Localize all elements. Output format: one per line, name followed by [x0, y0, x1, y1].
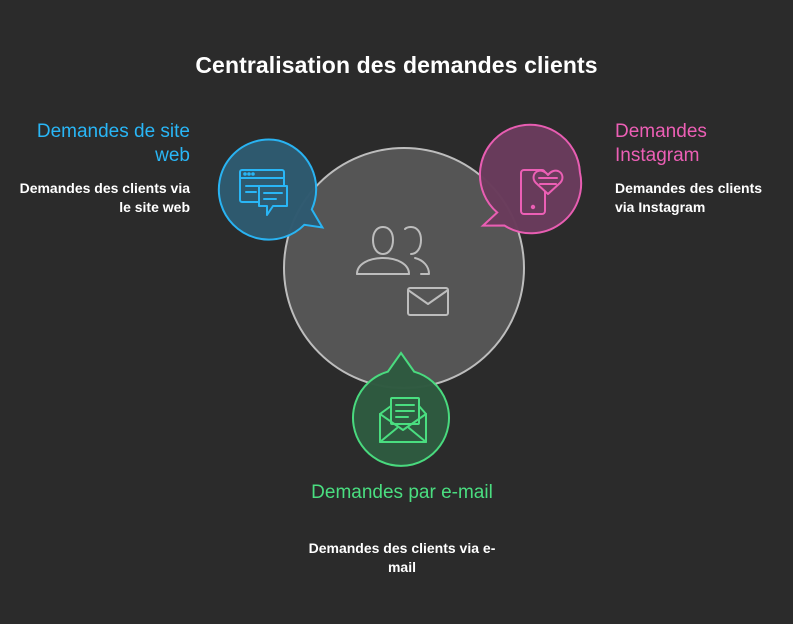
instagram-title: Demandes Instagram [615, 121, 707, 166]
website-description: Demandes des clients via le site web [19, 180, 190, 215]
open-mail-letter-icon [379, 397, 427, 443]
diagram-title: Centralisation des demandes clients [195, 52, 598, 78]
instagram-node [479, 123, 583, 235]
envelope-icon [407, 287, 449, 316]
email-description: Demandes des clients via e-mail [308, 540, 496, 575]
browser-chat-icon [239, 169, 288, 216]
website-node [217, 138, 325, 241]
instagram-description: Demandes des clients via Instagram [615, 180, 763, 215]
email-title: Demandes par e-mail [311, 482, 493, 503]
phone-heart-icon [520, 169, 564, 215]
website-title: Demandes de site web [36, 121, 190, 166]
email-node [352, 351, 450, 467]
users-icon [356, 226, 430, 275]
